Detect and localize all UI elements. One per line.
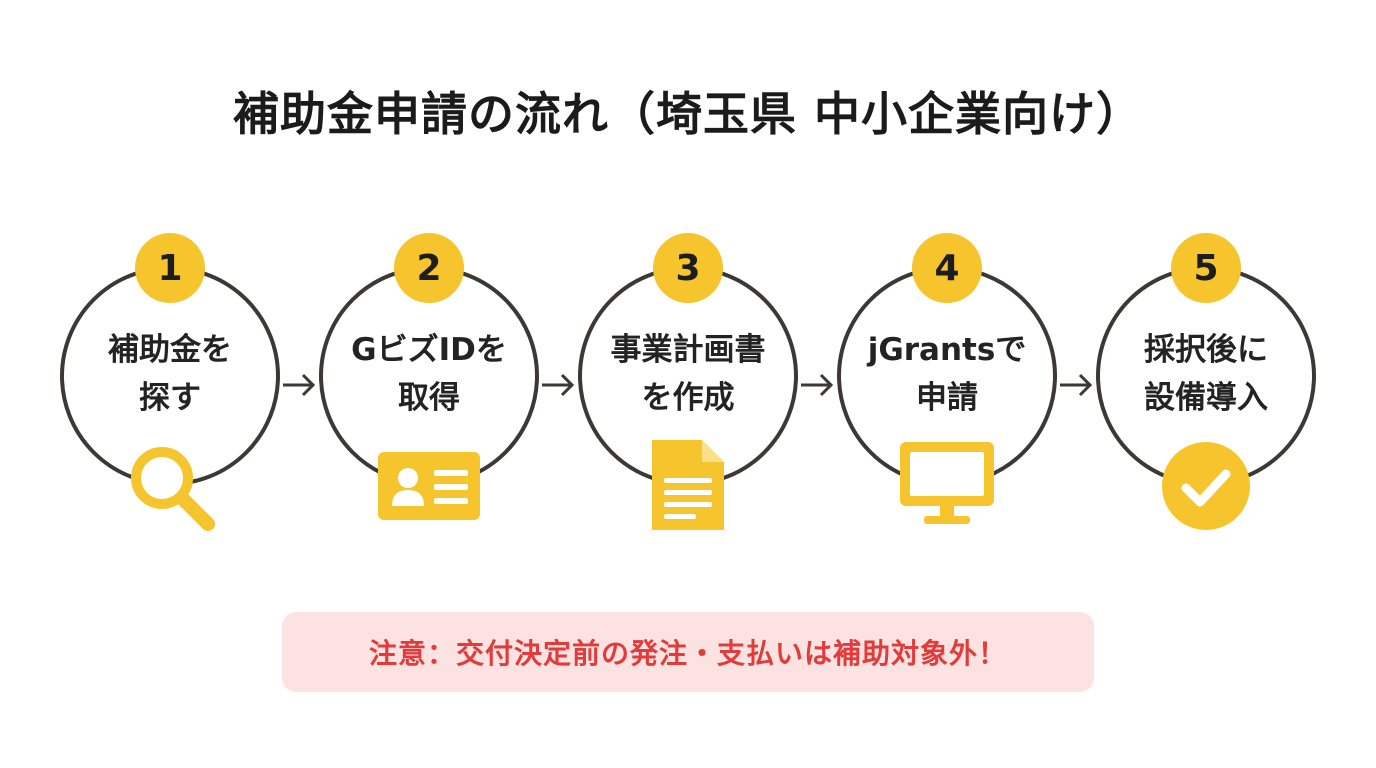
step-2-line1: GビズIDを (351, 332, 507, 368)
step-5-label: 採択後に 設備導入 (1096, 326, 1316, 422)
step-4-line2: 申請 (916, 380, 978, 416)
step-4-badge: 4 (912, 233, 982, 303)
monitor-icon (900, 442, 994, 524)
warning-text: 注意：交付決定前の発注・支払いは補助対象外！ (368, 637, 1007, 670)
step-3-line1: 事業計画書 (610, 332, 766, 368)
magnifier-icon (131, 447, 215, 531)
step-1-line2: 探す (139, 380, 201, 416)
step-4-line1: jGrantsで (867, 332, 1027, 368)
arrow-2-icon (542, 373, 575, 397)
id-card-icon (378, 452, 480, 520)
arrow-4-icon (1060, 373, 1093, 397)
step-3-label: 事業計画書 を作成 (578, 326, 798, 422)
arrow-3-icon (801, 373, 834, 397)
step-1-badge: 1 (135, 233, 205, 303)
step-5-line1: 採択後に (1144, 332, 1268, 368)
step-3-line2: を作成 (641, 380, 735, 416)
step-2-line2: 取得 (398, 380, 460, 416)
step-5-line2: 設備導入 (1144, 380, 1268, 416)
document-icon (652, 440, 724, 530)
step-2-label: GビズIDを 取得 (319, 326, 539, 422)
step-1-label: 補助金を 探す (60, 326, 280, 422)
step-4-label: jGrantsで 申請 (837, 326, 1057, 422)
page-title: 補助金申請の流れ（埼玉県 中小企業向け） (232, 87, 1143, 141)
step-3-badge: 3 (653, 233, 723, 303)
check-circle-icon (1162, 442, 1250, 530)
step-2-badge: 2 (394, 233, 464, 303)
warning-banner: 注意：交付決定前の発注・支払いは補助対象外！ (282, 612, 1094, 692)
arrow-1-icon (283, 373, 316, 397)
step-1-line1: 補助金を (108, 332, 232, 368)
step-5-badge: 5 (1171, 233, 1241, 303)
